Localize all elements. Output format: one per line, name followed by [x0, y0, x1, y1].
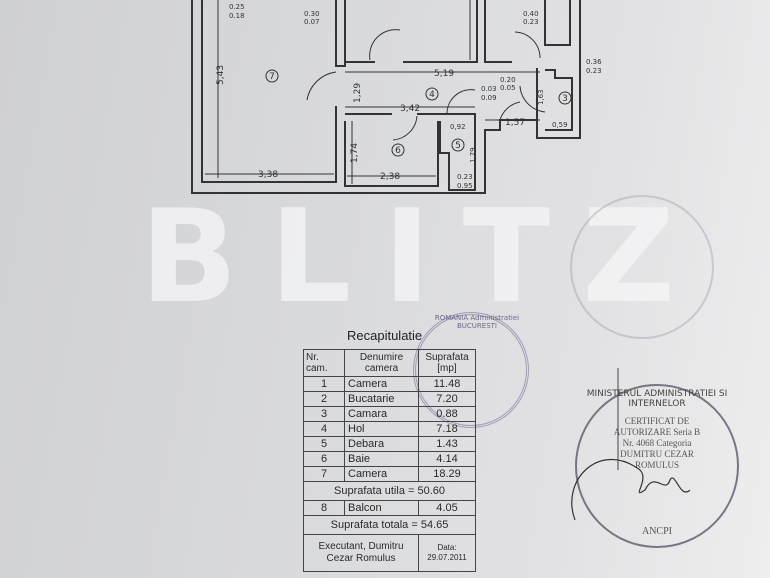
cell: 8 [303, 500, 345, 516]
cell: 1 [303, 376, 345, 392]
cell: 7 [303, 466, 345, 482]
cell: 0.88 [418, 406, 476, 422]
cell: 11.48 [418, 376, 476, 392]
dimension: 2,38 [380, 172, 400, 182]
cell: 6 [303, 451, 345, 467]
annotation: 0.30 [304, 10, 320, 18]
dimension: 1,79 [469, 147, 477, 163]
cell: Hol [344, 421, 419, 437]
cell: 4.05 [418, 500, 476, 516]
outer-wall [191, 0, 581, 194]
useful-area-row: Suprafata utila = 50.60 [303, 481, 476, 501]
cell: Bucatarie [344, 391, 419, 407]
signature-stroke [571, 458, 691, 521]
total-area: Suprafata totala = 54.65 [303, 515, 476, 535]
annotation: 0.09 [481, 94, 497, 102]
dimension: 1,74 [350, 143, 360, 163]
annotation: 0.95 [457, 182, 473, 190]
annotation: 0.23 [586, 67, 602, 75]
cell: Debara [344, 436, 419, 452]
cell: 7.18 [418, 421, 476, 437]
faint-stamp [570, 195, 714, 339]
room-label: 3 [562, 94, 568, 104]
cell: Camera [344, 466, 419, 482]
room-label: 6 [395, 146, 401, 156]
executant: Executant, Dumitru Cezar Romulus [303, 534, 419, 572]
annotation: 0.23 [523, 18, 539, 26]
cell: 7.20 [418, 391, 476, 407]
date: Data: 29.07.2011 [418, 534, 476, 572]
dimension: 5,43 [216, 65, 226, 85]
cell: 3 [303, 406, 345, 422]
room-label: 7 [269, 72, 275, 82]
dimension: 1,57 [505, 118, 525, 128]
cell: 2 [303, 391, 345, 407]
dimension: 1,29 [353, 83, 363, 103]
cell: Camara [344, 406, 419, 422]
cell: Camera [344, 376, 419, 392]
room-label: 5 [455, 141, 461, 151]
door-arc [306, 71, 337, 101]
footer-row: Executant, Dumitru Cezar Romulus Data: 2… [303, 534, 476, 572]
dimension: 1,63 [537, 89, 545, 105]
dimension: 0,59 [552, 121, 568, 129]
annotation: 0.23 [457, 173, 473, 181]
cell: 5 [303, 436, 345, 452]
room-7-marker [265, 69, 279, 83]
room-7-wall [201, 0, 337, 183]
recap-title: Recapitulatie [347, 328, 423, 343]
header-name: Denumire camera [344, 349, 419, 377]
dimension: 0,92 [450, 123, 466, 131]
cell: Balcon [344, 500, 419, 516]
annotation: 0.05 [500, 84, 516, 92]
annotation: 0.25 [229, 3, 245, 11]
table-header: Nr. cam. Denumire camera Suprafata [mp] [303, 349, 476, 377]
dimension: 3,38 [258, 170, 278, 180]
cell: 1.43 [418, 436, 476, 452]
header-area: Suprafata [mp] [418, 349, 476, 377]
header-nr: Nr. cam. [303, 349, 345, 377]
stamp-text: ROMANIA Administratiei BUCURESTI [434, 314, 520, 330]
room-label: 4 [429, 90, 435, 100]
total-area-row: Suprafata totala = 54.65 [303, 515, 476, 535]
dimension: 3,42 [400, 104, 420, 114]
cell: 4.14 [418, 451, 476, 467]
recap-table: Nr. cam. Denumire camera Suprafata [mp] … [303, 349, 476, 572]
useful-area: Suprafata utila = 50.60 [303, 481, 476, 501]
annotation: 0.03 [481, 85, 497, 93]
dimension: 5,19 [434, 69, 454, 79]
cell: 18.29 [418, 466, 476, 482]
annotation: 0.07 [304, 18, 320, 26]
stamp-center-text: CERTIFICAT DE AUTORIZARE Seria B Nr. 406… [613, 416, 701, 470]
annotation: 0.40 [523, 10, 539, 18]
annotation: 0.36 [586, 58, 602, 66]
cell: Baie [344, 451, 419, 467]
annotation: 0.18 [229, 12, 245, 20]
stamp-ring-text: MINISTERUL ADMINISTRATIEI SI INTERNELOR [586, 389, 728, 409]
stamp-bottom-text: ANCPI [641, 526, 672, 537]
round-stamp-ancpi: MINISTERUL ADMINISTRATIEI SI INTERNELOR … [575, 384, 739, 548]
cell: 4 [303, 421, 345, 437]
annotation: 0.20 [500, 76, 516, 84]
